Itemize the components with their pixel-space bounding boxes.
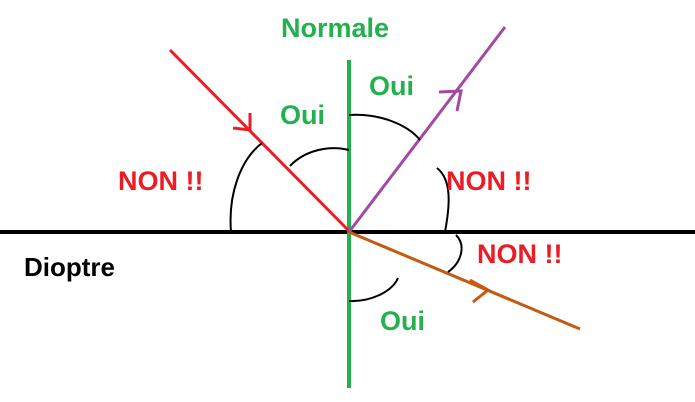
angle-arc-upper-middle-left — [289, 147, 350, 167]
reflected-arrowhead — [438, 89, 463, 112]
normal-label: Normale — [281, 13, 390, 43]
incident-arrowhead — [232, 113, 252, 132]
interface-label: Dioptre — [24, 252, 115, 282]
angle-arc-right — [436, 167, 450, 233]
yes-label-bottom: Oui — [380, 306, 425, 336]
incident-ray — [168, 48, 353, 235]
angle-arc-upper-middle-right — [348, 113, 421, 141]
angle-arc-bottom-right — [447, 234, 463, 273]
no-label-left: NON !! — [118, 166, 204, 196]
reflected-ray — [347, 26, 507, 233]
refracted-arrowhead — [469, 278, 491, 304]
refracted-ray — [348, 230, 581, 331]
angle-arc-upper-left — [229, 142, 263, 233]
no-label-bottom-right: NON !! — [477, 239, 563, 269]
angle-arc-bottom — [348, 277, 399, 303]
yes-label-upper-right: Oui — [369, 71, 414, 101]
yes-label-upper-left: Oui — [280, 100, 325, 130]
no-label-right: NON !! — [446, 166, 532, 196]
